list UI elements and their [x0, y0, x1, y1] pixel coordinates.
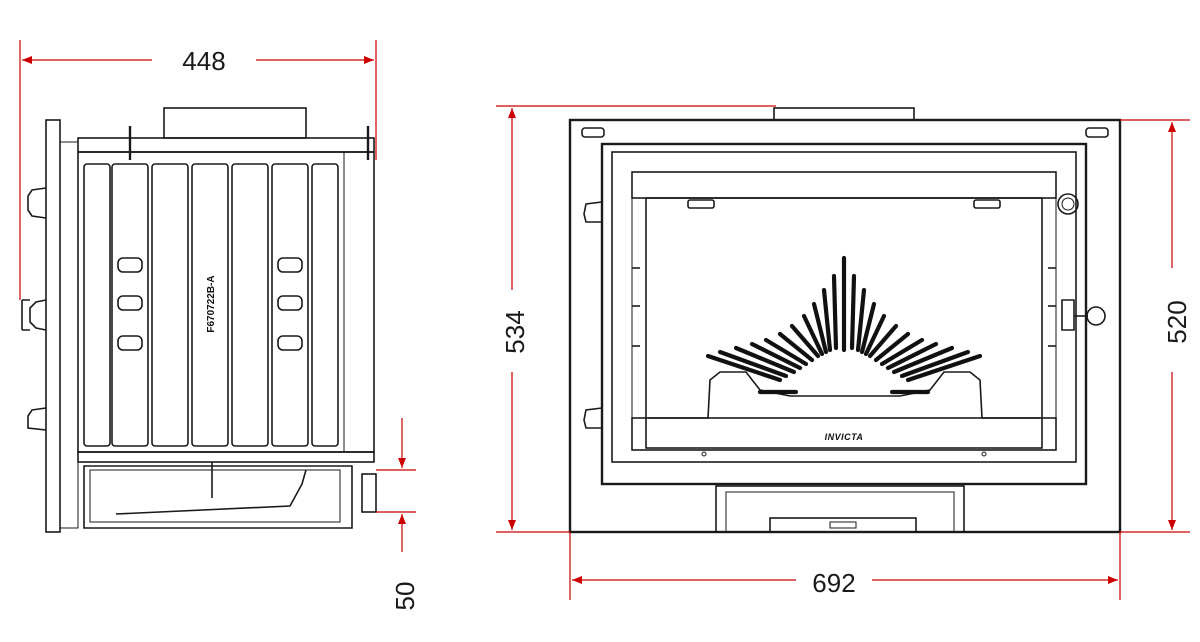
- fin: [83, 163, 111, 447]
- dim-534-label: 534: [500, 310, 530, 353]
- side-handle: [29, 299, 47, 331]
- side-ash-handle: [361, 473, 377, 513]
- front-side-ticks: [632, 267, 1056, 347]
- front-ash-pan-inner: [725, 491, 955, 533]
- fin: [191, 163, 229, 447]
- screw: [981, 451, 987, 457]
- dim-50-label: 50: [390, 582, 420, 611]
- screw: [701, 451, 707, 457]
- fin: [231, 163, 269, 447]
- front-view: INVICTA: [568, 107, 1122, 534]
- side-fins: [83, 163, 339, 447]
- side-top-plate: [77, 137, 375, 153]
- brand-label: INVICTA: [825, 432, 864, 442]
- side-hinge-bottom: [27, 407, 47, 431]
- part-code-label: F670722B-A: [206, 275, 217, 332]
- clip: [687, 199, 715, 209]
- side-slots: [117, 257, 303, 351]
- front-hinge-top: [583, 201, 603, 223]
- front-ash-pan-handle: [769, 517, 917, 533]
- side-view: F670722B-A: [21, 107, 377, 533]
- side-hinge-top: [27, 187, 47, 219]
- side-ash-drawer-inner: [89, 469, 341, 523]
- side-handle-grip: [21, 299, 30, 331]
- front-air-knob: [1057, 193, 1079, 215]
- front-hinge-bottom: [583, 407, 603, 429]
- side-ash-tray-profile: [115, 469, 307, 515]
- fin: [151, 163, 189, 447]
- side-rear-flange: [343, 151, 375, 453]
- front-handle-body: [1061, 299, 1075, 331]
- front-grate-profile: [648, 371, 1040, 419]
- side-front-plate: [45, 119, 61, 533]
- fin: [271, 163, 309, 447]
- side-ash-drawer: [83, 465, 353, 529]
- dim-448-label: 448: [182, 46, 225, 76]
- front-slot-right: [1085, 127, 1109, 138]
- front-glass: [645, 197, 1043, 449]
- front-top-bar: [631, 171, 1057, 199]
- dim-692-label: 692: [812, 568, 855, 598]
- front-handle-knob: [1086, 306, 1106, 326]
- side-body: [77, 151, 375, 453]
- fin: [111, 163, 149, 447]
- side-base-plate: [77, 451, 375, 463]
- fin: [311, 163, 339, 447]
- side-front-frame: [59, 141, 79, 529]
- front-door-inner: [611, 151, 1077, 463]
- side-flue-collar: [163, 107, 307, 139]
- front-log-pattern: [705, 255, 983, 395]
- front-ash-pan-grip: [829, 521, 857, 529]
- clip: [973, 199, 1001, 209]
- front-flue-collar: [773, 107, 915, 121]
- front-air-knob-inner: [1061, 197, 1075, 211]
- front-slot-left: [581, 127, 605, 138]
- front-ash-pan: [715, 485, 965, 533]
- front-door-frame: [600, 142, 1088, 486]
- dimension-lines: [19, 40, 1190, 600]
- dim-520-label: 520: [1162, 300, 1192, 343]
